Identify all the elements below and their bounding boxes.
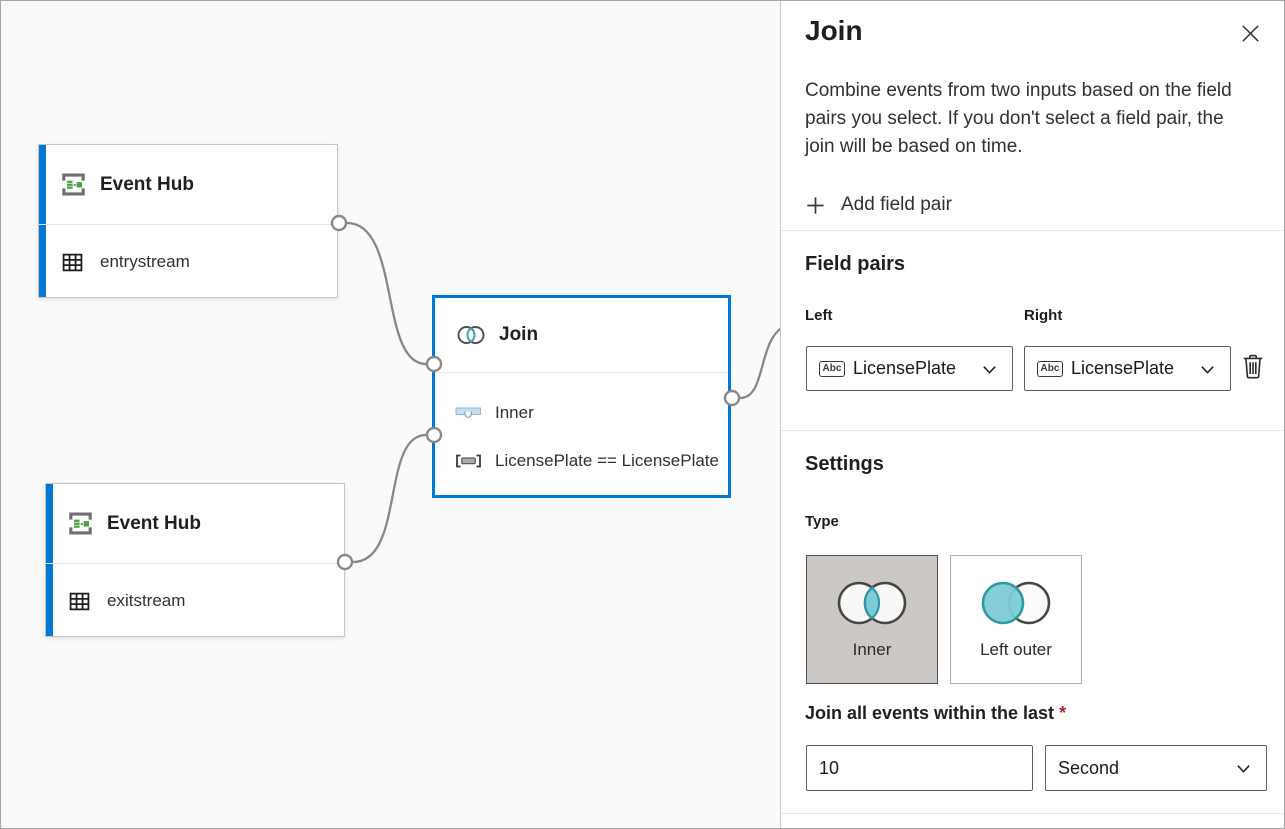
close-icon bbox=[1241, 24, 1259, 42]
join-venn-icon bbox=[457, 326, 485, 344]
left-field-value: LicensePlate bbox=[853, 358, 957, 378]
settings-heading: Settings bbox=[805, 453, 884, 475]
left-field-label: Left bbox=[805, 307, 833, 324]
join-type-option-left-outer[interactable]: Left outer bbox=[950, 555, 1082, 684]
node-join[interactable]: Join Inner LicensePlate == LicensePlate bbox=[432, 295, 731, 498]
node-header: Event Hub bbox=[46, 484, 344, 564]
join-window-unit-value: Second bbox=[1058, 757, 1120, 778]
inner-join-badge-icon bbox=[455, 407, 481, 418]
join-condition-row: LicensePlate == LicensePlate bbox=[455, 446, 719, 476]
join-type-text: Inner bbox=[495, 403, 534, 422]
node-stream-row: exitstream bbox=[69, 581, 185, 621]
node-accent-bar bbox=[39, 145, 46, 297]
inner-join-icon bbox=[837, 581, 907, 625]
field-pairs-heading: Field pairs bbox=[805, 253, 906, 275]
field-pair-icon bbox=[456, 454, 481, 468]
join-type-option-label: Left outer bbox=[980, 640, 1052, 659]
join-type-row: Inner bbox=[455, 398, 534, 428]
join-type-option-label: Inner bbox=[852, 640, 892, 659]
node-title: Event Hub bbox=[100, 173, 194, 195]
right-field-label: Right bbox=[1024, 307, 1063, 324]
panel-description: Combine events from two inputs based on … bbox=[805, 80, 1232, 157]
right-field-dropdown[interactable]: Abc LicensePlate bbox=[1024, 346, 1231, 391]
node-header: Join bbox=[435, 298, 728, 373]
divider bbox=[781, 230, 1284, 231]
left-outer-join-icon bbox=[981, 581, 1051, 625]
edge-entrystream-to-join bbox=[346, 221, 427, 366]
event-hub-icon bbox=[69, 512, 92, 535]
chevron-down-icon bbox=[1237, 765, 1250, 773]
divider bbox=[781, 813, 1284, 814]
edge-join-output bbox=[739, 327, 781, 400]
join-window-unit-dropdown[interactable]: Second bbox=[1045, 745, 1267, 791]
join-condition-text: LicensePlate == LicensePlate bbox=[495, 451, 719, 470]
right-field-value: LicensePlate bbox=[1071, 358, 1175, 378]
node-event-hub-entrystream[interactable]: Event Hub entrystream bbox=[38, 144, 338, 298]
node-title: Join bbox=[499, 324, 539, 345]
trash-icon bbox=[1243, 354, 1263, 379]
join-window-label-text: Join all events within the last bbox=[805, 703, 1055, 723]
table-icon bbox=[62, 253, 83, 271]
required-marker: * bbox=[1059, 703, 1067, 723]
chevron-down-icon bbox=[1201, 366, 1214, 374]
event-hub-icon bbox=[62, 173, 85, 196]
join-config-panel: Join Combine events from two inputs base… bbox=[780, 1, 1284, 828]
stream-name: entrystream bbox=[100, 252, 190, 271]
add-field-pair-label: Add field pair bbox=[841, 194, 952, 215]
add-field-pair-button[interactable]: Add field pair bbox=[805, 189, 952, 221]
text-type-icon: Abc bbox=[1037, 360, 1063, 377]
node-title: Event Hub bbox=[107, 512, 201, 534]
node-stream-row: entrystream bbox=[62, 242, 190, 282]
join-window-label: Join all events within the last * bbox=[805, 703, 1066, 724]
text-type-icon: Abc bbox=[819, 360, 845, 377]
close-button[interactable] bbox=[1236, 19, 1264, 47]
join-type-option-inner[interactable]: Inner bbox=[806, 555, 938, 684]
plus-icon bbox=[807, 196, 824, 214]
join-window-value-input[interactable] bbox=[806, 745, 1033, 791]
diagram-canvas[interactable]: Event Hub entrystream bbox=[1, 1, 781, 828]
divider bbox=[781, 430, 1284, 431]
left-field-dropdown[interactable]: Abc LicensePlate bbox=[806, 346, 1013, 391]
delete-field-pair-button[interactable] bbox=[1239, 351, 1267, 381]
node-event-hub-exitstream[interactable]: Event Hub exitstream bbox=[45, 483, 345, 637]
panel-title: Join bbox=[805, 15, 863, 46]
stream-name: exitstream bbox=[107, 591, 186, 610]
node-header: Event Hub bbox=[39, 145, 337, 225]
table-icon bbox=[69, 592, 90, 610]
chevron-down-icon bbox=[983, 366, 996, 374]
join-type-label: Type bbox=[805, 513, 839, 530]
node-accent-bar bbox=[46, 484, 53, 636]
edge-exitstream-to-join bbox=[352, 433, 427, 564]
